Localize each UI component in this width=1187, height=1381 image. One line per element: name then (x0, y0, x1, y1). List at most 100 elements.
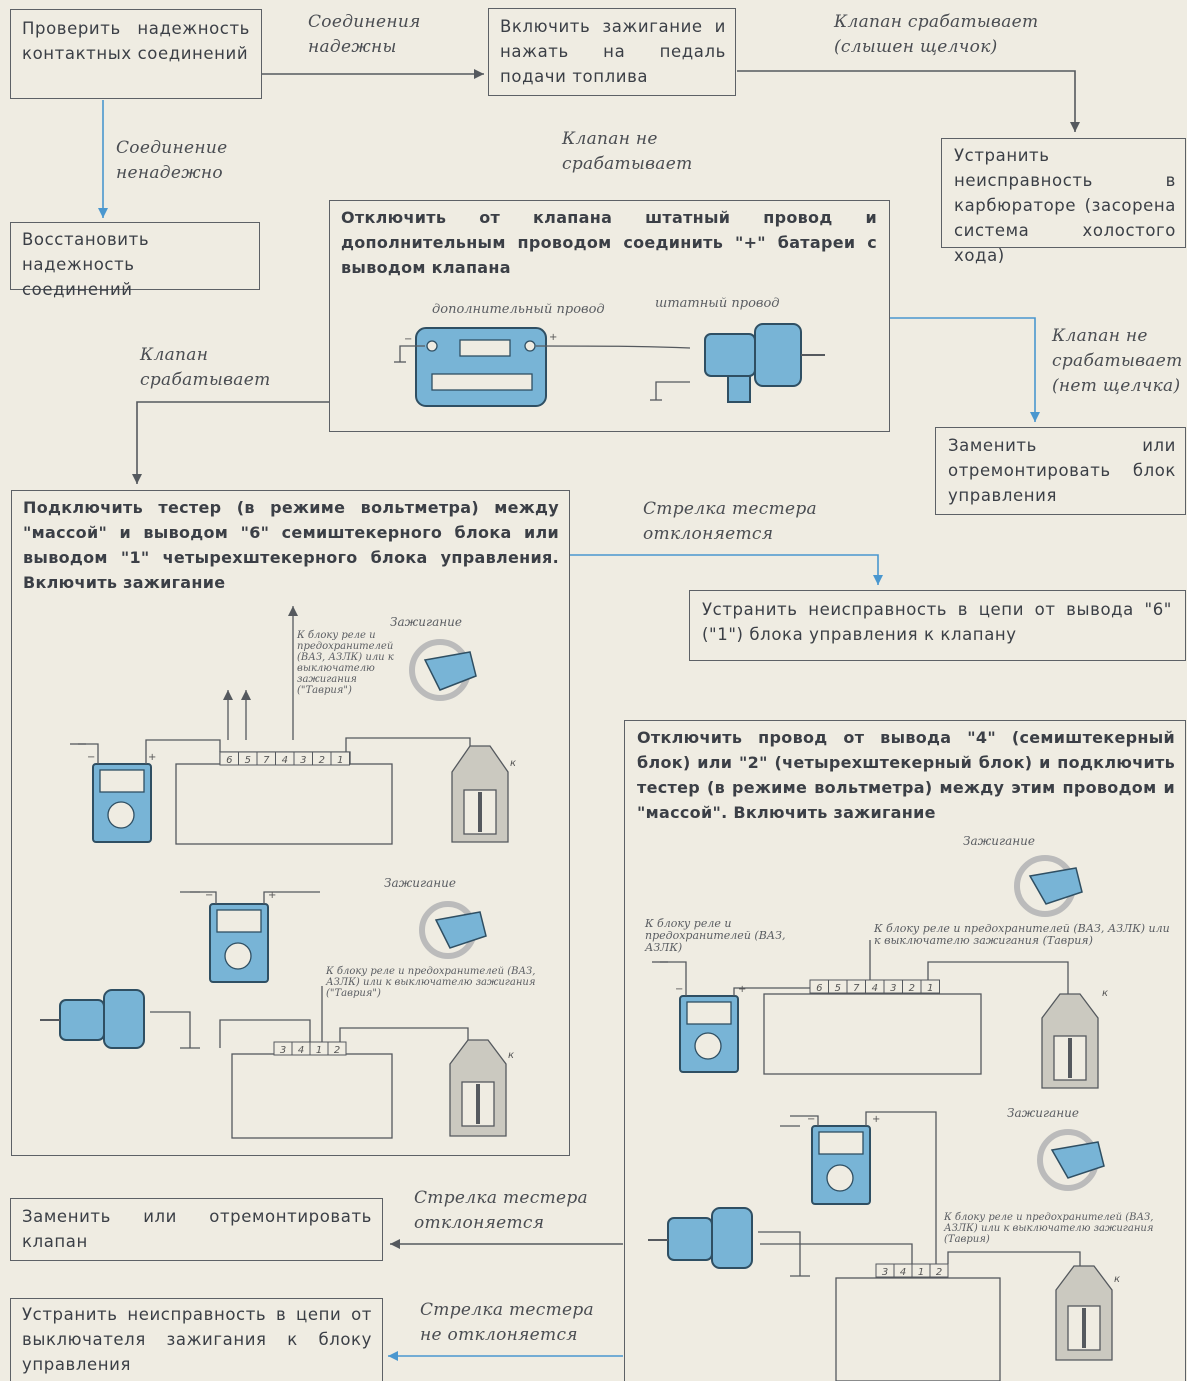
label-valve-no: Клапан не срабатывает (562, 129, 693, 174)
pin-cell (330, 751, 350, 766)
box-tester4-text: Отключить провод от вывода "4" (семиштек… (637, 728, 1175, 822)
arrow-valve-works (132, 401, 329, 484)
voltmeter-icon (679, 995, 739, 1073)
pin-label: 3 (890, 983, 896, 994)
plus-sign: + (549, 332, 557, 343)
note-relay-5: К блоку реле и предохранителей (ВАЗ, АЗЛ… (944, 1212, 1154, 1245)
coil-icon (1055, 1265, 1113, 1361)
label-needle-dev2: Стрелка тестера отклоняется (414, 1188, 588, 1233)
label-ignition-1: Зажигание (390, 615, 462, 629)
box-fix-carburetor: Устранить неисправность в карбюраторе (з… (941, 138, 1186, 265)
box-fix-switch-text: Устранить неисправность в цепи от выключ… (22, 1305, 372, 1374)
valve-icon (704, 323, 825, 403)
note-relay-4: К блоку реле и предохранителей (ВАЗ, АЗЛ… (874, 922, 1170, 947)
voltmeter-icon (811, 1125, 871, 1205)
coil-terminal-label: к (1102, 988, 1108, 999)
arrow-valve-click (737, 70, 1080, 132)
plus-sign: + (872, 1114, 880, 1125)
box-restore-connections: Восстановить надежность соединений (10, 222, 260, 299)
pin-label: 3 (300, 755, 306, 766)
pin-label: 7 (853, 983, 860, 994)
label-conn-bad: Соединение ненадежно (116, 138, 228, 183)
control-unit-4pin (231, 1053, 393, 1139)
plus-sign: + (738, 984, 746, 995)
label-ignition-4: Зажигание (1007, 1106, 1079, 1120)
label-valve-works: Клапан срабатывает (140, 345, 271, 390)
voltmeter-icon (92, 763, 152, 843)
box-disconnect-text: Отключить от клапана штатный провод и до… (341, 208, 877, 277)
box-fix-circuit-text: Устранить неисправность в цепи от вывода… (702, 600, 1172, 644)
label-ignition-2: Зажигание (384, 876, 456, 890)
minus-sign: − (87, 752, 95, 763)
ignition-key-icon (409, 639, 477, 701)
pin-label: 6 (816, 983, 822, 994)
label-ignition-3: Зажигание (963, 834, 1035, 848)
pin-label: 2 (936, 1267, 942, 1278)
note-relay-3: К блоку реле и предохранителей (ВАЗ, АЗЛ… (645, 917, 786, 954)
ignition-key-icon (1014, 855, 1083, 917)
box-replace-valve: Заменить или отремонтировать клапан (10, 1198, 383, 1261)
coil-icon (449, 1039, 507, 1137)
pin-cell (920, 979, 940, 994)
box-fix-carb-text: Устранить неисправность в карбюраторе (з… (954, 146, 1176, 265)
control-unit-7pin (175, 763, 393, 845)
ignition-key-icon (419, 901, 487, 959)
box-ignition-pedal: Включить зажигание и нажать на педаль по… (488, 8, 736, 96)
box-fix-switch-circuit: Устранить неисправность в цепи от выключ… (10, 1298, 383, 1381)
minus-sign: − (404, 334, 412, 345)
pin-label: 1 (337, 755, 343, 766)
minus-sign: − (205, 890, 213, 901)
pin-label: 1 (918, 1267, 924, 1278)
minus-sign: − (807, 1114, 815, 1125)
coil-terminal-label: к (508, 1050, 514, 1061)
control-unit-7pin (763, 993, 982, 1075)
label-valve-no-click: Клапан не срабатывает (нет щелчка) (1052, 326, 1183, 396)
control-unit-4pin (835, 1277, 1001, 1381)
valve-icon (648, 1207, 753, 1269)
pin-label: 2 (319, 755, 325, 766)
label-extra-wire: дополнительный провод (432, 302, 605, 317)
note-relay-1: К блоку реле и предохранителей (ВАЗ, АЗЛ… (297, 630, 394, 696)
arrow-needle-dev1 (570, 554, 883, 585)
pin-cell (327, 1041, 347, 1056)
battery-icon (415, 327, 547, 407)
coil-terminal-label: к (510, 758, 516, 769)
box-replace-control-unit: Заменить или отремонтировать блок управл… (935, 427, 1186, 515)
label-valve-click: Клапан срабатывает (слышен щелчок) (834, 12, 1039, 57)
label-conn-ok: Соединения надежны (308, 12, 421, 57)
pin-label: 4 (298, 1045, 304, 1056)
pin-label: 1 (316, 1045, 322, 1056)
pin-label: 4 (872, 983, 878, 994)
ignition-key-icon (1037, 1129, 1105, 1191)
arrow-valve-no-click (890, 317, 1040, 422)
box-tester6-text: Подключить тестер (в режиме вольтметра) … (23, 498, 559, 592)
coil-icon (1041, 993, 1099, 1089)
pin-label: 4 (900, 1267, 906, 1278)
box-replace-unit-text: Заменить или отремонтировать блок управл… (948, 436, 1176, 505)
voltmeter-icon (209, 903, 269, 983)
pin-label: 1 (927, 983, 933, 994)
pin-label: 6 (226, 755, 232, 766)
label-needle-no: Стрелка тестера не отклоняется (420, 1300, 594, 1345)
box-check-connections: Проверить надежность контактных соединен… (10, 9, 262, 99)
pin-label: 5 (835, 983, 841, 994)
pin-strip-4-left: 3 4 1 2 (273, 1041, 347, 1056)
pin-label: 2 (334, 1045, 340, 1056)
pin-label: 3 (882, 1267, 888, 1278)
plus-sign: + (268, 890, 276, 901)
box-restore-text: Восстановить надежность соединений (22, 230, 150, 299)
box-check-text: Проверить надежность контактных соединен… (22, 19, 250, 63)
note-relay-2: К блоку реле и предохранителей (ВАЗ, АЗЛ… (326, 966, 536, 999)
pin-cell (929, 1263, 949, 1278)
pin-label: 7 (263, 755, 270, 766)
plus-sign: + (148, 752, 156, 763)
box-replace-valve-text: Заменить или отремонтировать клапан (22, 1207, 372, 1251)
box-ignition-text: Включить зажигание и нажать на педаль по… (500, 17, 726, 86)
pin-label: 3 (280, 1045, 286, 1056)
label-needle-dev1: Стрелка тестера отклоняется (643, 499, 817, 544)
pin-label: 4 (282, 755, 288, 766)
pin-strip-4-right: 3 4 1 2 (875, 1263, 949, 1278)
